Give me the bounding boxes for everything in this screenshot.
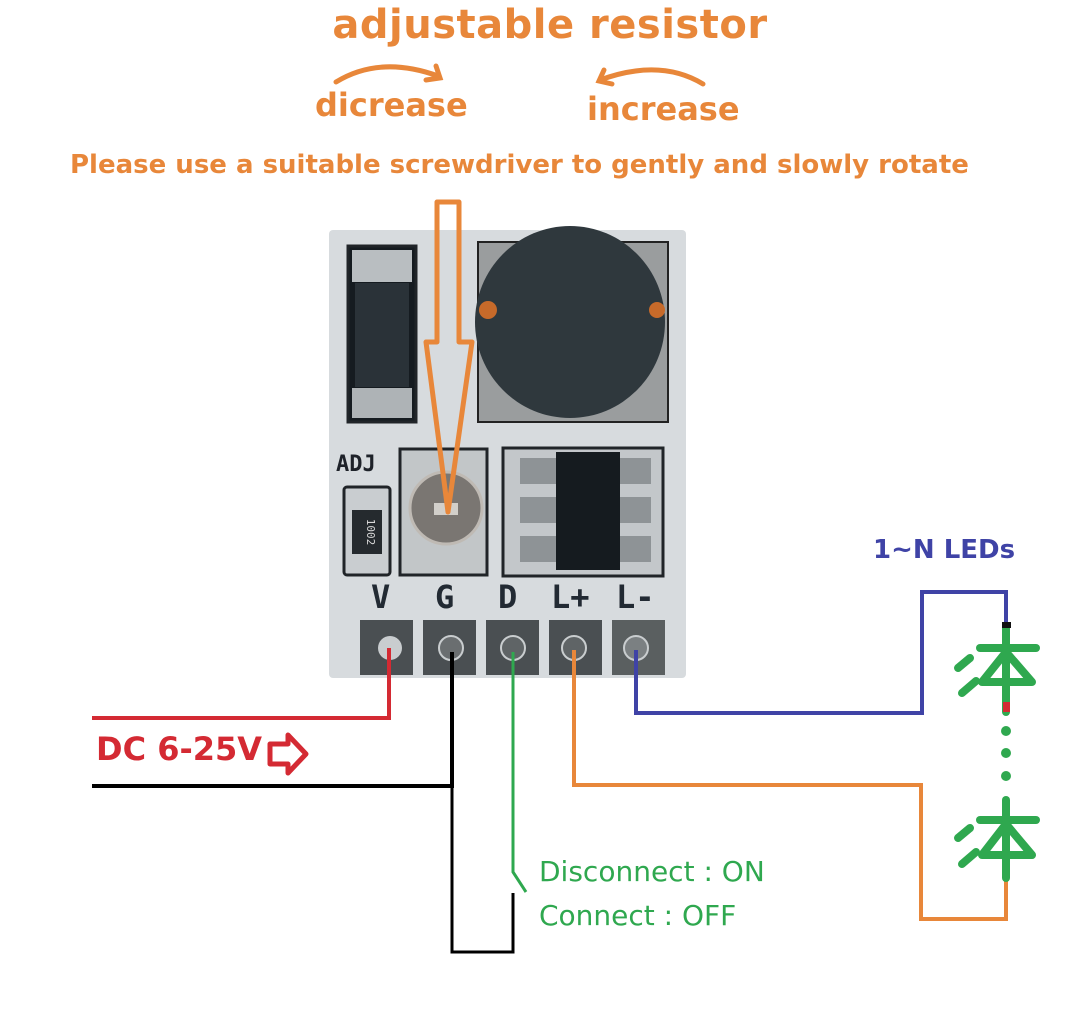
pin-label-v: V	[371, 578, 391, 616]
leds-label: 1~N LEDs	[873, 535, 1016, 565]
power-input-label: DC 6-25V	[96, 730, 263, 768]
driver-ic	[556, 452, 620, 570]
screwdriver-arrow-icon	[423, 199, 475, 515]
increase-arrow-icon	[595, 67, 706, 87]
switch-connect-label: Connect : OFF	[539, 899, 737, 932]
inductor-component	[475, 226, 665, 418]
right-arrow-icon	[267, 732, 309, 776]
diagram-title: adjustable resistor	[332, 2, 768, 48]
smd-resistor	[352, 510, 382, 554]
led-icon	[954, 796, 1040, 882]
instruction-text: Please use a suitable screwdriver to gen…	[70, 150, 969, 180]
increase-label: increase	[587, 90, 740, 128]
pin-label-lplus: L+	[551, 578, 590, 616]
led-driver-board: 1002	[329, 226, 686, 678]
pin-label-lminus: L-	[616, 578, 655, 616]
wire-d	[511, 652, 528, 893]
adj-label: ADJ	[336, 452, 376, 477]
wire-v	[92, 648, 391, 720]
terminal-pads	[360, 620, 665, 675]
decrease-arrow-icon	[333, 63, 444, 85]
wire-g-switch	[450, 786, 515, 954]
pin-label-d: D	[498, 578, 518, 616]
resistor-code: 1002	[364, 519, 377, 546]
wire-lplus	[572, 650, 1008, 921]
wire-lminus	[634, 590, 1008, 715]
pin-label-g: G	[435, 578, 455, 616]
switch-disconnect-label: Disconnect : ON	[539, 855, 765, 888]
decrease-label: dicrease	[315, 86, 468, 124]
led-icon	[954, 622, 1040, 716]
led-chain-ellipsis	[1001, 726, 1011, 781]
